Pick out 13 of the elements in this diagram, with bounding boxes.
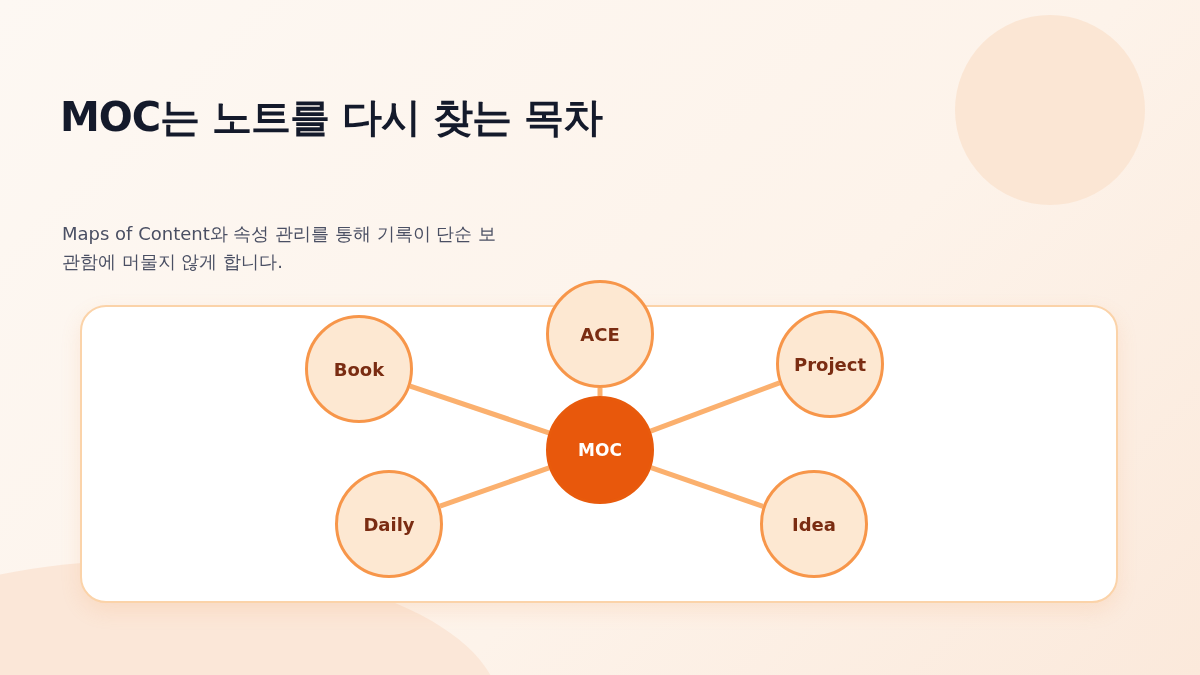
description: Maps of Content와 속성 관리를 통해 기록이 단순 보관함에 머물지 않게 합니다. bbox=[62, 222, 498, 274]
connector-line bbox=[649, 380, 781, 434]
node-label: ACE bbox=[580, 323, 620, 345]
title: MOC는 노트를 다시 찾는 목차 bbox=[60, 93, 602, 142]
connector-line bbox=[409, 383, 550, 436]
node-label: MOC bbox=[578, 440, 622, 460]
node-label: Idea bbox=[792, 513, 836, 535]
node-label: Daily bbox=[363, 513, 415, 535]
connector-line bbox=[597, 388, 603, 396]
node-label: Book bbox=[333, 358, 385, 380]
connector-line bbox=[439, 465, 550, 509]
connector-line bbox=[650, 465, 764, 509]
node-label: Project bbox=[793, 353, 867, 375]
